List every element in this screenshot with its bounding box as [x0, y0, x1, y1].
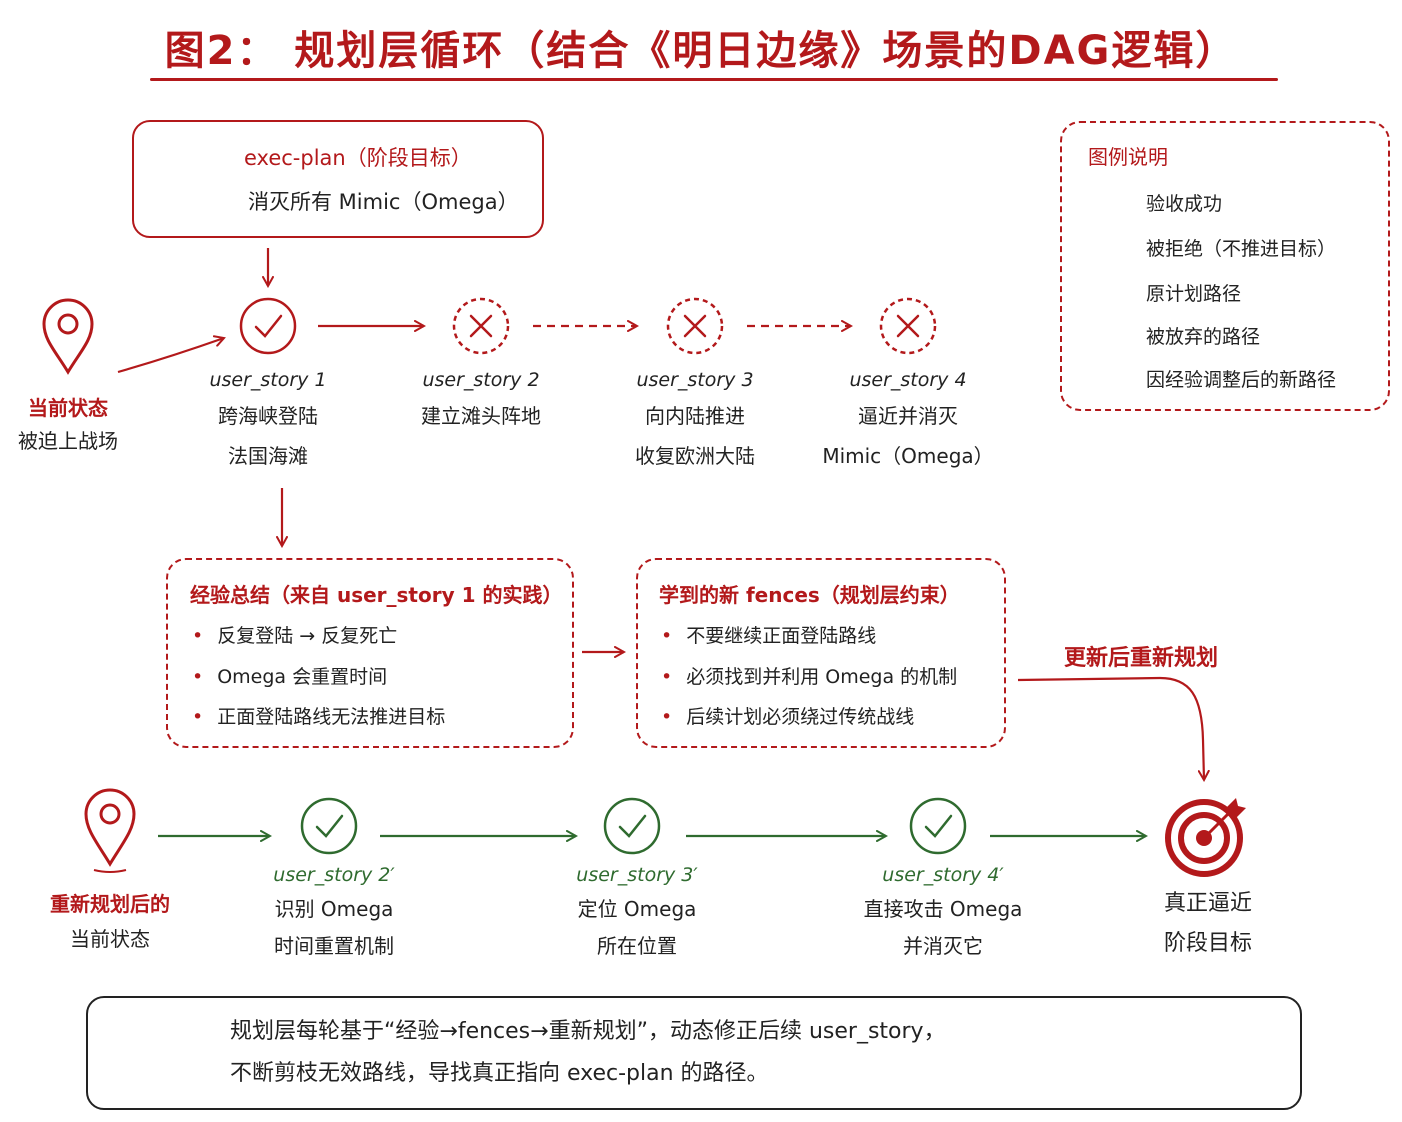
current-state-label: 当前状态: [28, 396, 108, 420]
story3-desc-line1: 向内陆推进: [645, 404, 745, 428]
story4-desc: 逼近并消灭 Mimic（Omega）: [813, 396, 1003, 476]
final-goal-line1: 真正逼近: [1163, 891, 1252, 916]
goal-target-icon: [1165, 798, 1246, 877]
experience-title: 经验总结（来自 user_story 1 的实践）: [190, 583, 563, 607]
experience-item: 正面登陆路线无法推进目标: [192, 702, 445, 729]
note-box: [86, 996, 1302, 1110]
location-pin-icon: [84, 788, 136, 873]
node-x-icon: [879, 297, 937, 355]
node-check-icon: [300, 797, 358, 855]
node-x-icon: [666, 297, 724, 355]
fences-title: 学到的新 fences（规划层约束）: [659, 583, 960, 607]
arrow-state-to-story1: [117, 338, 224, 374]
story4-desc-line1: 逼近并消灭: [858, 404, 958, 428]
story4-desc-line2: Mimic（Omega）: [822, 444, 994, 468]
story3p-desc-line1: 定位 Omega: [577, 897, 697, 921]
story3-desc: 向内陆推进 收复欧洲大陆: [600, 396, 790, 476]
story4p-desc-line2: 并消灭它: [903, 934, 983, 958]
story3-label: user_story 3: [636, 369, 754, 391]
story2p-desc: 识别 Omega 时间重置机制: [239, 891, 429, 965]
story4-label: user_story 4: [849, 369, 967, 391]
note-line2: 不断剪枝无效路线，导找真正指向 exec-plan 的路径。: [230, 1061, 769, 1086]
final-goal-line2: 阶段目标: [1163, 931, 1252, 956]
arrow-fences-to-goal: [1017, 676, 1204, 780]
story2-desc-line1: 建立滩头阵地: [421, 404, 541, 428]
story1-desc: 跨海峡登陆 法国海滩: [173, 396, 363, 476]
final-goal-text: 真正逼近 阶段目标: [1138, 884, 1278, 964]
story4p-desc: 直接攻击 Omega 并消灭它: [843, 891, 1043, 965]
fences-item: 必须找到并利用 Omega 的机制: [661, 662, 957, 689]
replanned-state-sub: 当前状态: [70, 927, 150, 951]
legend-label-abandoned-path: 被放弃的路径: [1146, 326, 1261, 348]
exec-plan-title: exec-plan（阶段目标）: [244, 146, 472, 170]
story1-desc-line1: 跨海峡登陆: [218, 404, 318, 428]
note-text: 规划层每轮基于“经验→fences→重新规划”，动态修正后续 user_stor…: [230, 1011, 946, 1095]
location-pin-icon: [42, 298, 94, 375]
exec-plan-goal: 消灭所有 Mimic（Omega）: [248, 190, 519, 214]
note-line1: 规划层每轮基于“经验→fences→重新规划”，动态修正后续 user_stor…: [230, 1019, 946, 1044]
story2p-desc-line1: 识别 Omega: [274, 897, 394, 921]
story4p-desc-line1: 直接攻击 Omega: [863, 897, 1023, 921]
page-title: 图2： 规划层循环（结合《明日边缘》场景的DAG逻辑）: [164, 28, 1238, 74]
legend-title: 图例说明: [1088, 145, 1168, 169]
legend-label-original-path: 原计划路径: [1146, 283, 1242, 305]
node-check-icon: [239, 297, 297, 355]
node-check-icon: [603, 797, 661, 855]
update-replan-label: 更新后重新规划: [1064, 646, 1219, 671]
exec-plan-box: [132, 120, 544, 238]
story1-desc-line2: 法国海滩: [228, 444, 308, 468]
experience-item: 反复登陆 → 反复死亡: [192, 621, 397, 648]
story2p-label: user_story 2′: [273, 864, 395, 886]
node-check-icon: [909, 797, 967, 855]
fences-item: 不要继续正面登陆路线: [661, 621, 876, 648]
legend-box: [1060, 121, 1390, 411]
story3p-desc: 定位 Omega 所在位置: [542, 891, 732, 965]
node-x-icon: [452, 297, 510, 355]
current-state-sub: 被迫上战场: [18, 429, 118, 453]
legend-label-rejected: 被拒绝（不推进目标）: [1146, 238, 1337, 260]
story4p-label: user_story 4′: [882, 864, 1004, 886]
story2-label: user_story 2: [422, 369, 540, 391]
story2p-desc-line2: 时间重置机制: [274, 934, 394, 958]
story3-desc-line2: 收复欧洲大陆: [635, 444, 755, 468]
story1-label: user_story 1: [209, 369, 327, 391]
experience-item: Omega 会重置时间: [192, 662, 387, 689]
title-underline: [150, 78, 1278, 81]
legend-label-new-path: 因经验调整后的新路径: [1146, 369, 1337, 391]
story2-desc: 建立滩头阵地: [386, 396, 576, 436]
replanned-state-label: 重新规划后的: [50, 892, 170, 916]
legend-label-accepted: 验收成功: [1146, 193, 1223, 215]
story3p-label: user_story 3′: [576, 864, 698, 886]
fences-item: 后续计划必须绕过传统战线: [661, 702, 914, 729]
story3p-desc-line2: 所在位置: [597, 934, 677, 958]
